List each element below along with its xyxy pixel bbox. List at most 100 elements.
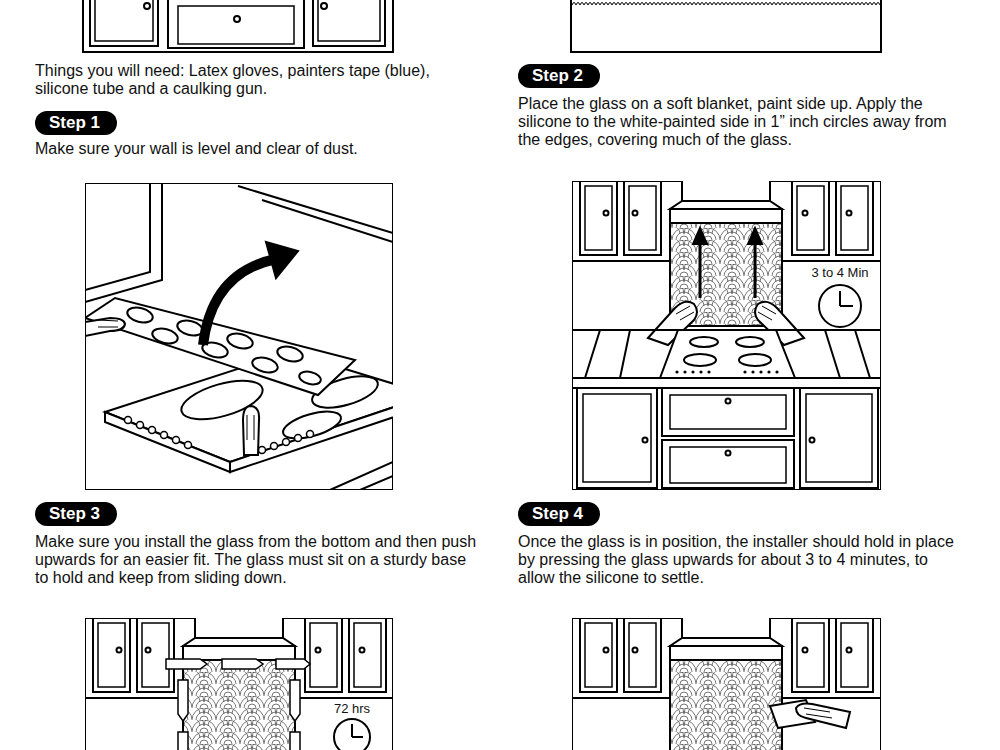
install-illustration — [754, 242, 757, 298]
install-illustration — [577, 388, 657, 488]
wipe-illustration — [670, 660, 782, 750]
silicone-illustration — [283, 439, 290, 446]
silicone-illustration — [151, 326, 180, 346]
silicone-illustration — [230, 395, 393, 472]
tape-illustration — [178, 680, 188, 721]
install-illustration — [572, 181, 881, 490]
step-title: Step 1 — [49, 113, 100, 133]
install-illustration — [819, 285, 861, 327]
install-illustration — [691, 370, 694, 373]
materials-note: Things you will need: Latex gloves, pain… — [35, 62, 480, 98]
silicone-illustration — [330, 462, 393, 490]
install-illustration — [662, 440, 794, 488]
silicone-illustration — [85, 298, 355, 395]
silicone-illustration — [85, 318, 125, 336]
install-illustration — [775, 370, 778, 373]
silicone-illustration — [126, 305, 155, 325]
glass-fragment — [572, 2, 880, 8]
silicone-illustration — [271, 443, 278, 450]
wipe-illustration — [796, 704, 850, 729]
install-illustration — [767, 370, 770, 373]
tape-illustration — [183, 660, 295, 750]
install-illustration — [693, 228, 707, 244]
silicone-illustration — [298, 370, 322, 387]
silicone-illustration — [161, 432, 168, 439]
install-illustration — [839, 291, 841, 306]
silicone-illustration — [226, 331, 255, 351]
tape-illustration — [166, 659, 310, 750]
install-illustration — [643, 438, 648, 443]
install-illustration — [675, 370, 778, 373]
install-illustration — [572, 181, 881, 490]
install-illustration — [759, 370, 762, 373]
silicone-illustration — [85, 183, 162, 302]
silicone-illustration — [173, 437, 180, 444]
cabinet-fragment — [178, 6, 294, 44]
step-description: Make sure you install the glass from the… — [35, 533, 480, 587]
install-illustration — [675, 370, 678, 373]
silicone-illustration — [125, 417, 132, 424]
tape-illustration — [290, 732, 300, 750]
silicone-illustration — [259, 447, 266, 454]
step-description: Make sure your wall is level and clear o… — [35, 140, 480, 158]
silicone-illustration — [251, 355, 280, 375]
cabinet-fragment — [95, 0, 153, 41]
silicone-illustration — [247, 415, 254, 440]
silicone-illustration — [280, 406, 344, 444]
wipe-illustration — [670, 660, 782, 750]
install-illustration — [726, 399, 731, 404]
cabinet-fragment — [90, 0, 158, 46]
install-illustration — [810, 438, 815, 443]
install-illustration — [707, 370, 710, 373]
install-illustration — [690, 337, 718, 347]
install-illustration — [583, 394, 651, 482]
install-illustration — [699, 370, 702, 373]
step-title: Step 2 — [532, 66, 583, 86]
step-description: Place the glass on a soft blanket, paint… — [518, 95, 963, 149]
tape-illustration — [85, 618, 393, 750]
tape-illustration — [352, 736, 363, 738]
silicone-illustration — [149, 427, 156, 434]
cabinet-fragment — [168, 0, 304, 48]
silicone-illustration — [98, 320, 118, 327]
tape-illustration — [166, 659, 207, 669]
silicone-illustration — [238, 186, 393, 242]
install-illustration — [800, 388, 878, 488]
glass-fragment — [571, 0, 881, 52]
silicone-illustration — [85, 183, 393, 490]
silicone-illustration — [185, 442, 192, 449]
step-badge: Step 2 — [518, 64, 600, 88]
silicone-illustration — [203, 259, 276, 345]
wipe-illustration — [804, 708, 832, 718]
silicone-illustration — [125, 417, 314, 454]
install-illustration — [660, 330, 795, 378]
install-illustration — [699, 242, 702, 298]
install-illustration — [748, 228, 762, 244]
install-illustration — [758, 306, 776, 320]
install-illustration — [572, 378, 881, 388]
silicone-illustration — [137, 422, 144, 429]
install-illustration — [670, 447, 786, 483]
tape-illustration — [276, 659, 310, 669]
install-illustration — [840, 305, 853, 307]
cabinet-fragment — [83, 0, 393, 52]
step-badge: Step 3 — [35, 502, 117, 526]
tape-illustration — [178, 732, 188, 750]
install-illustration — [736, 337, 764, 347]
install-illustration — [684, 354, 716, 366]
timer-label: 3 to 4 Min — [790, 265, 890, 280]
step-title: Step 3 — [49, 504, 100, 524]
install-illustration — [670, 395, 786, 429]
step-badge: Step 1 — [35, 111, 117, 135]
step-description: Once the glass is in position, the insta… — [518, 533, 963, 587]
tape-illustration — [351, 724, 353, 737]
silicone-illustration — [105, 412, 230, 472]
cabinet-fragment — [83, 0, 393, 52]
glass-fragment — [571, 0, 881, 52]
tape-illustration — [334, 719, 370, 750]
tape-illustration — [222, 659, 263, 669]
silicone-illustration — [243, 406, 259, 455]
install-illustration — [806, 394, 872, 482]
